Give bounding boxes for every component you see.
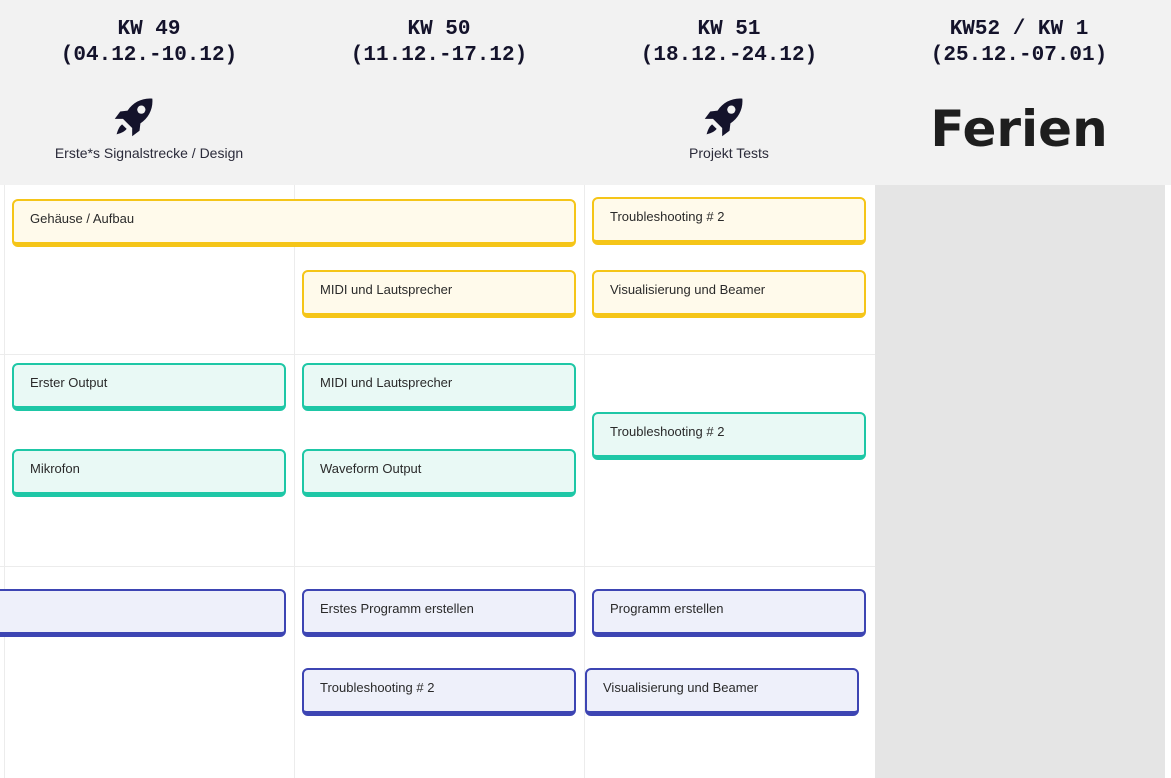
- lane-divider: [0, 566, 875, 567]
- week-title: KW 49 (04.12.-10.12): [4, 17, 294, 69]
- task-card-mikrofon[interactable]: Mikrofon: [12, 449, 286, 497]
- week-dates: (04.12.-10.12): [60, 44, 238, 67]
- column-divider: [294, 185, 295, 778]
- holiday-label: Ferien: [930, 100, 1108, 158]
- week-title: KW52 / KW 1 (25.12.-07.01): [874, 17, 1164, 69]
- week-number: KW 49: [117, 18, 181, 41]
- task-card-waveform[interactable]: Waveform Output: [302, 449, 576, 497]
- week-header-kw51: KW 51 (18.12.-24.12) Projekt Tests: [584, 0, 874, 185]
- task-card-gehaeuse[interactable]: Gehäuse / Aufbau: [12, 199, 576, 247]
- week-dates: (18.12.-24.12): [640, 44, 818, 67]
- task-card-erstes-programm[interactable]: Erstes Programm erstellen: [302, 589, 576, 637]
- week-header-kw49: KW 49 (04.12.-10.12) Erste*s Signalstrec…: [4, 0, 294, 185]
- task-card-empty[interactable]: [0, 589, 286, 637]
- week-number: KW52 / KW 1: [949, 18, 1089, 41]
- week-title: KW 50 (11.12.-17.12): [294, 17, 584, 69]
- holiday-column: [875, 185, 1165, 778]
- week-number: KW 51: [697, 18, 761, 41]
- task-card-troubleshooting[interactable]: Troubleshooting # 2: [592, 412, 866, 460]
- week-dates: (25.12.-07.01): [930, 44, 1108, 67]
- milestone-label: Projekt Tests: [689, 145, 769, 161]
- week-number: KW 50: [407, 18, 471, 41]
- task-card-troubleshooting[interactable]: Troubleshooting # 2: [302, 668, 576, 716]
- task-card-troubleshooting[interactable]: Troubleshooting # 2: [592, 197, 866, 245]
- week-header-kw50: KW 50 (11.12.-17.12): [294, 0, 584, 185]
- week-dates: (11.12.-17.12): [350, 44, 528, 67]
- week-title: KW 51 (18.12.-24.12): [584, 17, 874, 69]
- task-card-midi[interactable]: MIDI und Lautsprecher: [302, 363, 576, 411]
- task-card-programm[interactable]: Programm erstellen: [592, 589, 866, 637]
- column-divider: [4, 185, 5, 778]
- task-card-visualisierung[interactable]: Visualisierung und Beamer: [592, 270, 866, 318]
- lane-divider: [0, 354, 875, 355]
- task-card-erster-output[interactable]: Erster Output: [12, 363, 286, 411]
- rocket-icon: [114, 98, 153, 137]
- task-card-midi[interactable]: MIDI und Lautsprecher: [302, 270, 576, 318]
- timeline-header: [0, 0, 1171, 185]
- rocket-icon: [704, 98, 743, 137]
- column-divider: [584, 185, 585, 778]
- task-card-visualisierung[interactable]: Visualisierung und Beamer: [585, 668, 859, 716]
- week-header-kw52: KW52 / KW 1 (25.12.-07.01) Ferien: [874, 0, 1164, 185]
- milestone-label: Erste*s Signalstrecke / Design: [54, 145, 244, 161]
